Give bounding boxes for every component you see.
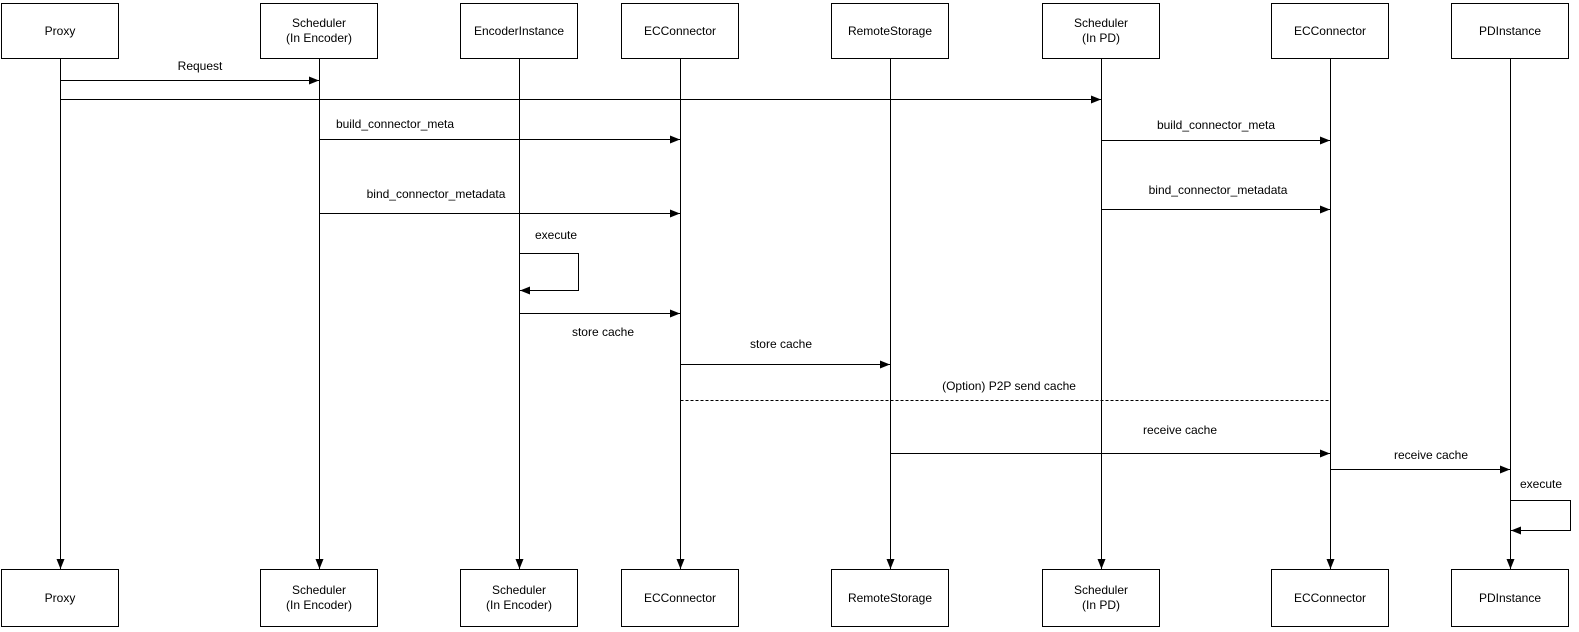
actor-top-proxy: Proxy [1, 3, 119, 59]
actor-bottom-ecconnector-right: ECConnector [1271, 569, 1389, 627]
actor-bottom-scheduler-pd: Scheduler (In PD) [1042, 569, 1160, 627]
actor-top-pdinstance: PDInstance [1451, 3, 1569, 59]
actor-top-scheduler-pd: Scheduler (In PD) [1042, 3, 1160, 59]
actor-bottom-pdinstance: PDInstance [1451, 569, 1569, 627]
actor-bottom-remote-storage: RemoteStorage [831, 569, 949, 627]
actor-top-scheduler-encoder: Scheduler (In Encoder) [260, 3, 378, 59]
actor-bottom-scheduler-encoder: Scheduler (In Encoder) [260, 569, 378, 627]
message-label-build-connector-meta-right: build_connector_meta [1155, 118, 1277, 132]
message-label-receive-cache-2: receive cache [1392, 448, 1470, 462]
actor-bottom-scheduler-encoder-2: Scheduler (In Encoder) [460, 569, 578, 627]
arrow-execute-self-loop-pdinstance [1510, 500, 1571, 535]
actor-top-encoder-instance: EncoderInstance [460, 3, 578, 59]
message-label-build-connector-meta-left: build_connector_meta [334, 117, 456, 131]
message-label-bind-connector-metadata-right: bind_connector_metadata [1147, 183, 1289, 197]
message-label-p2p-send-cache: (Option) P2P send cache [941, 379, 1077, 393]
actor-top-ecconnector-left: ECConnector [621, 3, 739, 59]
arrow-execute-self-loop-encoder [519, 253, 579, 295]
message-label-store-cache-1: store cache [570, 325, 636, 339]
actor-top-remote-storage: RemoteStorage [831, 3, 949, 59]
message-label-execute-pdinstance: execute [1518, 477, 1564, 491]
message-label-store-cache-2: store cache [748, 337, 814, 351]
actor-top-ecconnector-right: ECConnector [1271, 3, 1389, 59]
message-label-request: Request [176, 59, 224, 73]
actor-bottom-ecconnector-left: ECConnector [621, 569, 739, 627]
message-label-receive-cache-1: receive cache [1141, 423, 1219, 437]
actor-bottom-proxy: Proxy [1, 569, 119, 627]
message-label-bind-connector-metadata-left: bind_connector_metadata [365, 187, 507, 201]
message-label-execute-encoder: execute [533, 228, 579, 242]
